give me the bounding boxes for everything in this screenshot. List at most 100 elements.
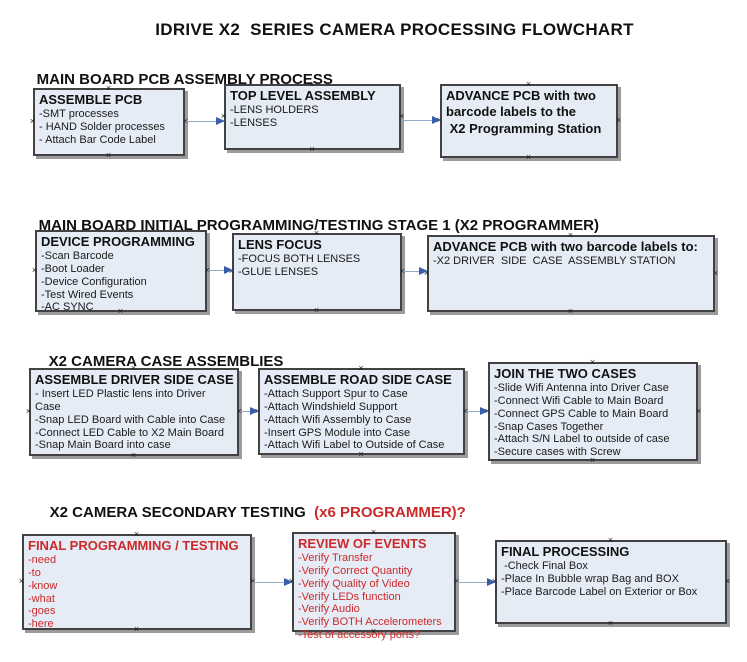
node-heading: REVIEW OF EVENTS (298, 536, 427, 551)
section-heading-text: X2 CAMERA CASE ASSEMBLIES (48, 353, 284, 370)
node-heading: LENS FOCUS (238, 237, 322, 252)
process-step: -here (28, 618, 54, 631)
process-step: -X2 DRIVER SIDE CASE ASSEMBLY STATION (433, 255, 676, 268)
node-advance-pcb-to-programming-station: ADVANCE PCB with two barcode labels to t… (437, 80, 621, 162)
process-step: -SMT processes (39, 108, 119, 121)
node-heading: FINAL PROCESSING (501, 544, 630, 559)
node-final-processing: FINAL PROCESSING -Check Final Box -Place… (492, 536, 730, 628)
process-step: -Attach Windshield Support (264, 401, 398, 414)
process-step: -Test Wired Events (41, 288, 134, 301)
process-step: -Attach Support Spur to Case (264, 388, 408, 401)
section-heading-text: MAIN BOARD INITIAL PROGRAMMING/TESTING S… (38, 217, 599, 234)
process-step: -Snap Cases Together (494, 420, 604, 433)
node-review-of-events: REVIEW OF EVENTS -Verify Transfer -Verif… (289, 528, 459, 642)
connection-point-marker: × (313, 305, 320, 315)
section-heading-red-text: (x6 PROGRAMMER)? (305, 504, 466, 521)
node-device-programming: DEVICE PROGRAMMING -Scan Barcode -Boot L… (32, 226, 210, 316)
process-step: -Test of accessory ports? (298, 629, 421, 642)
section-heading-text: X2 CAMERA SECONDARY TESTING (49, 504, 306, 521)
connection-point-marker: × (105, 150, 112, 160)
node-heading: ASSEMBLE ROAD SIDE CASE (264, 372, 452, 387)
connection-point-marker: × (607, 618, 614, 628)
connection-point-marker: × (29, 116, 36, 126)
node-assemble-road-side-case: ASSEMBLE ROAD SIDE CASE -Attach Support … (255, 364, 468, 459)
flow-arrow-lensfocus-to-advance (403, 266, 428, 275)
node-heading: ADVANCE PCB with two barcode labels to t… (446, 88, 602, 136)
connection-point-marker: × (525, 152, 532, 162)
process-step: - HAND Solder processes (39, 121, 165, 134)
process-step: -Scan Barcode (41, 250, 114, 263)
process-step: -AC SYNC (41, 301, 94, 314)
connection-point-marker: × (615, 115, 622, 125)
process-step: -Place In Bubble wrap Bag and BOX (501, 573, 679, 586)
process-step: -Slide Wifi Antenna into Driver Case (494, 382, 669, 395)
process-step: -Snap Main Board into case (35, 439, 171, 452)
process-step: -LENSES (230, 117, 278, 130)
process-step: -Snap LED Board with Cable into Case (35, 413, 226, 426)
section-heading-initial-programming: MAIN BOARD INITIAL PROGRAMMING/TESTING S… (22, 200, 599, 251)
flow-arrow-review-to-finalproc (457, 577, 496, 586)
process-step: -Verify Correct Quantity (298, 565, 413, 578)
process-step: -Verify BOTH Accelerometers (298, 616, 442, 629)
section-heading-secondary-testing: X2 CAMERA SECONDARY TESTING (x6 PROGRAMM… (33, 487, 466, 538)
connection-point-marker: × (130, 450, 137, 460)
node-heading: FINAL PROGRAMMING / TESTING (28, 538, 239, 553)
process-step: -Place Barcode Label on Exterior or Box (501, 585, 698, 598)
process-step: -Attach Wifi Label to Outside of Case (264, 439, 445, 452)
flow-arrow-programming-to-lensfocus (208, 265, 233, 274)
flow-arrow-driver-to-road (240, 406, 259, 415)
section-heading-text: MAIN BOARD PCB ASSEMBLY PROCESS (36, 71, 333, 88)
process-step: -Verify Quality of Video (298, 577, 410, 590)
process-step: -Boot Loader (41, 263, 105, 276)
node-heading: ADVANCE PCB with two barcode labels to: (433, 239, 698, 254)
process-step: -need (28, 554, 57, 567)
process-step: - Insert LED Plastic lens into Driver Ca… (35, 388, 209, 414)
process-step: -Connect GPS Cable to Main Board (494, 407, 669, 420)
connection-point-marker: × (18, 576, 25, 586)
process-step: -Check Final Box (501, 560, 588, 573)
node-final-programming-testing: FINAL PROGRAMMING / TESTING -need -to -k… (19, 530, 255, 634)
process-step: - Attach Bar Code Label (39, 133, 156, 146)
process-step: -to (28, 567, 41, 580)
process-step: -GLUE LENSES (238, 266, 319, 279)
process-step: -Attach Wifi Assembly to Case (264, 413, 412, 426)
process-step: -Verify Transfer (298, 552, 373, 565)
node-assemble-driver-side-case: ASSEMBLE DRIVER SIDE CASE - Insert LED P… (26, 364, 242, 460)
flow-arrow-road-to-join (466, 406, 489, 415)
process-step: -what (28, 592, 55, 605)
process-step: -LENS HOLDERS (230, 104, 319, 117)
node-assemble-pcb: ASSEMBLE PCB -SMT processes - HAND Solde… (30, 84, 188, 160)
connection-point-marker: × (712, 267, 719, 278)
process-step: -Insert GPS Module into Case (264, 426, 411, 439)
node-join-the-two-cases: JOIN THE TWO CASES -Slide Wifi Antenna i… (485, 358, 701, 465)
process-step: -goes (28, 605, 56, 618)
connection-point-marker: × (695, 405, 702, 416)
process-step: -Device Configuration (41, 275, 147, 288)
connection-point-marker: × (31, 265, 38, 275)
process-step: -FOCUS BOTH LENSES (238, 253, 361, 266)
process-step: -Secure cases with Screw (494, 446, 621, 459)
process-step: -Verify Audio (298, 603, 360, 616)
flow-arrow-assemble-to-toplevel (186, 116, 225, 125)
connection-point-marker: × (567, 306, 574, 316)
process-step: -Connect Wifi Cable to Main Board (494, 395, 664, 408)
section-heading-case-assemblies: X2 CAMERA CASE ASSEMBLIES (32, 336, 284, 387)
node-advance-pcb-to-case-assembly: ADVANCE PCB with two barcode labels to: … (424, 231, 718, 316)
node-top-level-assembly: TOP LEVEL ASSEMBLY -LENS HOLDERS -LENSES… (221, 80, 404, 154)
node-heading: ASSEMBLE PCB (39, 92, 143, 107)
page-title: IDRIVE X2 SERIES CAMERA PROCESSING FLOWC… (155, 20, 634, 39)
node-heading: ASSEMBLE DRIVER SIDE CASE (35, 372, 234, 387)
connection-point-marker: × (25, 406, 32, 416)
connection-point-marker: × (309, 144, 315, 154)
process-step: -Connect LED Cable to X2 Main Board (35, 426, 224, 439)
flow-arrow-finalprog-to-review (253, 577, 293, 586)
node-heading: JOIN THE TWO CASES (494, 366, 637, 381)
node-heading: TOP LEVEL ASSEMBLY (230, 88, 376, 103)
node-lens-focus: LENS FOCUS -FOCUS BOTH LENSES -GLUE LENS… (229, 229, 405, 315)
flow-arrow-toplevel-to-advance (402, 115, 441, 124)
section-heading-pcb-assembly: MAIN BOARD PCB ASSEMBLY PROCESS (20, 54, 333, 105)
process-step: -Attach S/N Label to outside of case (494, 433, 670, 446)
process-step: -Verify LEDs function (298, 590, 401, 603)
connection-point-marker: × (724, 576, 731, 586)
